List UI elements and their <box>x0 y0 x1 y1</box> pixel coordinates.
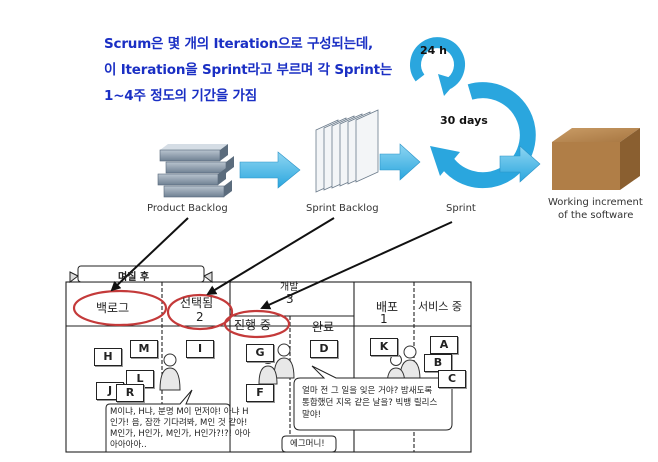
card-h: H <box>94 348 122 366</box>
banner-ribbon <box>69 265 213 283</box>
column-dev-limit: 3 <box>286 292 294 306</box>
column-dev-title: 개발 <box>280 282 299 293</box>
bubble-left-line4: 아아아아.. <box>110 440 147 450</box>
flow-arrow-2-icon <box>379 143 421 181</box>
highlight-in-progress <box>223 309 291 339</box>
bubble-left-line1: M이냐, H냐, 분명 M이 먼저야! 아냐 H <box>110 407 249 417</box>
caption-line-2: 이 Iteration을 Sprint라고 부르며 각 Sprint는 <box>104 62 393 78</box>
card-m: M <box>130 340 158 358</box>
cycle-30days-label: 30 days <box>440 114 488 127</box>
pointer-sprint <box>260 221 453 310</box>
bubble-left-line2: 인가! 음, 잠깐 기다려봐, M인 것 같아! <box>110 418 248 428</box>
sprint-backlog-sheets-icon <box>315 109 379 193</box>
daily-cycle-icon <box>410 37 465 96</box>
pointer-product-backlog <box>110 217 189 292</box>
caption-line-1: Scrum은 몇 개의 Iteration으로 구성되는데, <box>104 36 373 52</box>
card-k: K <box>370 338 398 356</box>
person-figure-left <box>159 353 181 391</box>
card-g: G <box>246 344 274 362</box>
product-backlog-stack-icon <box>157 144 234 198</box>
highlight-selected <box>166 293 234 331</box>
speech-bubble-small <box>281 435 337 453</box>
card-d: D <box>310 340 338 358</box>
banner-text: 며칠 후 <box>118 272 150 283</box>
card-i: I <box>186 340 214 358</box>
pointer-sprint-backlog <box>206 217 335 296</box>
caption-line-3: 1~4주 정도의 기간을 가짐 <box>104 88 257 104</box>
column-deploy-title: 배포 <box>376 300 399 314</box>
sprint-backlog-label: Sprint Backlog <box>306 203 379 214</box>
flow-arrow-1-icon <box>239 151 301 189</box>
card-a: A <box>430 336 458 354</box>
column-selected-limit: 2 <box>196 310 204 324</box>
sprint-label: Sprint <box>446 203 476 214</box>
card-f: F <box>246 384 274 402</box>
software-increment-box-icon <box>552 128 640 190</box>
column-in-progress-title: 진행 중 <box>234 318 271 332</box>
increment-label-line2: of the software <box>558 210 634 221</box>
column-in-service-title: 서비스 중 <box>418 300 462 313</box>
card-r: R <box>116 384 144 402</box>
cycle-24h-label: 24 h <box>420 44 447 57</box>
card-c: C <box>438 370 466 388</box>
column-selected-title: 선택됨 <box>180 296 214 310</box>
increment-label-line1: Working increment <box>548 197 643 208</box>
product-backlog-label: Product Backlog <box>147 203 228 214</box>
column-backlog-title: 백로그 <box>96 301 130 315</box>
flow-arrow-3-icon <box>499 145 541 183</box>
column-done-title: 완료 <box>312 320 335 334</box>
bubble-right-line3: 말야! <box>302 410 322 420</box>
bubble-right-line1: 얼마 전 그 일을 잊은 거야? 밤새도록 <box>302 386 433 396</box>
column-deploy-limit: 1 <box>380 312 388 326</box>
speech-bubble-left <box>105 389 231 453</box>
bubble-right-line2: 통합했던 지옥 같은 날을? 빅뱅 릴리스 <box>302 398 438 408</box>
bubble-small-text: 에그머니! <box>290 439 325 449</box>
bubble-left-line3: M인가, H인가, M인가, H인가?!?! 아아 <box>110 429 251 439</box>
